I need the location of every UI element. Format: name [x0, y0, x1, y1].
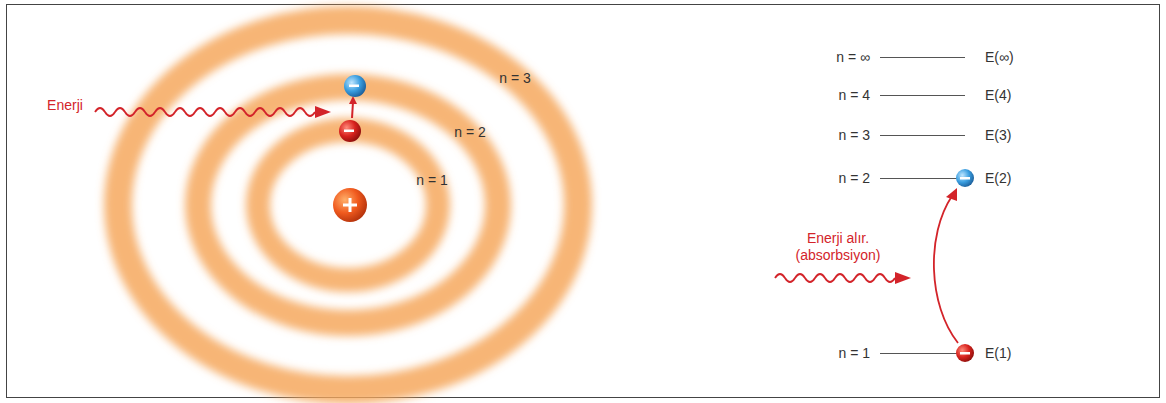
energy-symbol: E(3)	[985, 127, 1011, 144]
level-label: n = 2	[838, 170, 870, 187]
electron	[339, 120, 361, 142]
nucleus	[333, 188, 367, 222]
energy-levels	[880, 58, 965, 354]
electron	[344, 75, 366, 97]
energy-symbol: E(∞)	[985, 49, 1014, 66]
level-label: n = 1	[838, 345, 870, 362]
frame	[7, 5, 1160, 398]
orbit-label: n = 1	[416, 172, 448, 189]
energy-symbol: E(4)	[985, 87, 1011, 104]
level-label: n = ∞	[836, 49, 870, 66]
energy-symbol: E(2)	[985, 170, 1011, 187]
arrowhead	[315, 106, 331, 118]
energy-symbol: E(1)	[985, 345, 1011, 362]
energy-wave	[775, 274, 895, 282]
energy-label: Enerji	[47, 97, 83, 114]
arrowhead	[946, 188, 957, 201]
orbit-label: n = 3	[499, 70, 531, 87]
energy-wave	[95, 108, 315, 116]
arrowhead	[895, 272, 911, 284]
electron	[956, 344, 974, 362]
orbit-label: n = 2	[454, 124, 486, 141]
jump-arrow	[352, 102, 353, 118]
transition-arrow	[934, 196, 958, 343]
electron	[956, 169, 974, 187]
orbit-bands	[118, 20, 578, 390]
absorption-label: Enerji alır. (absorbsiyon)	[783, 230, 893, 264]
arrowhead	[349, 96, 357, 104]
level-label: n = 3	[838, 127, 870, 144]
level-label: n = 4	[838, 87, 870, 104]
